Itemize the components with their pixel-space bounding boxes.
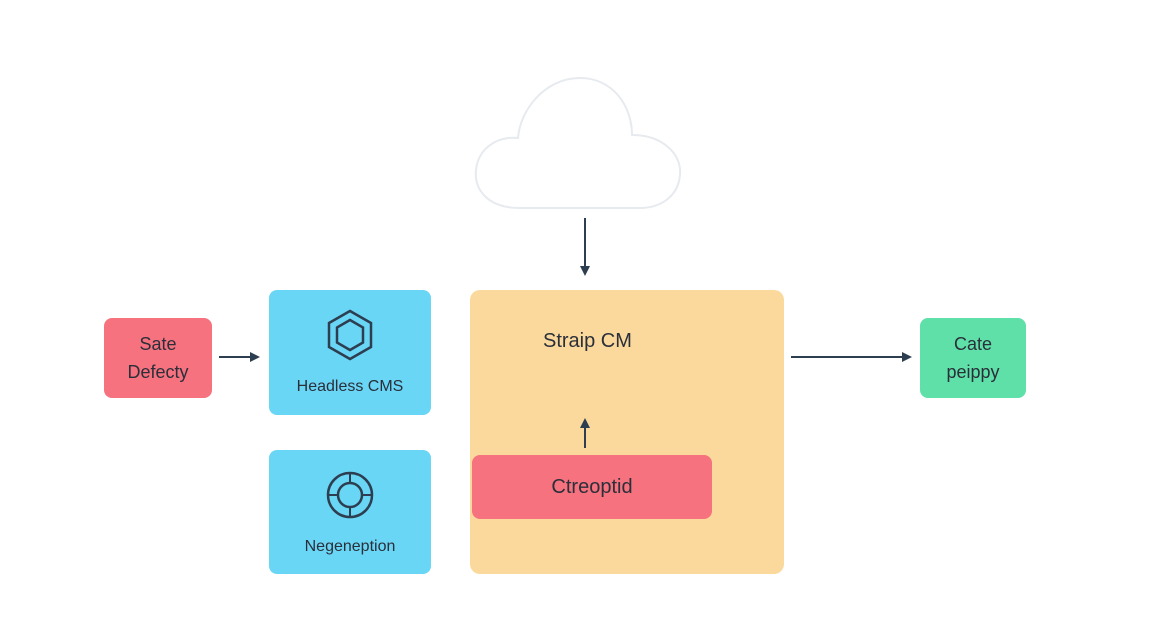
negeneption-node[interactable]: Negeneption (269, 450, 431, 574)
strapi-cms-panel[interactable]: Straip CM (470, 290, 784, 574)
source-node[interactable]: Sate Defecty (104, 318, 212, 398)
ring-icon (324, 469, 376, 526)
source-node-line2: Defecty (127, 362, 189, 382)
ctreoptid-node[interactable]: Ctreoptid (472, 455, 712, 519)
negeneption-label: Negeneption (304, 537, 396, 555)
cloud-icon (474, 76, 682, 209)
source-node-line1: Sate (139, 334, 177, 354)
target-node-line2: peippy (946, 362, 1000, 382)
ctreoptid-label: Ctreoptid (551, 475, 633, 498)
headless-cms-label: Headless CMS (296, 378, 404, 395)
target-node-line1: Cate (953, 334, 993, 354)
headless-cms-node[interactable]: Headless CMS (269, 290, 431, 415)
strapi-cms-title: Straip CM (543, 330, 632, 352)
target-node[interactable]: Cate peippy (920, 318, 1026, 398)
hexagon-icon (324, 309, 376, 366)
